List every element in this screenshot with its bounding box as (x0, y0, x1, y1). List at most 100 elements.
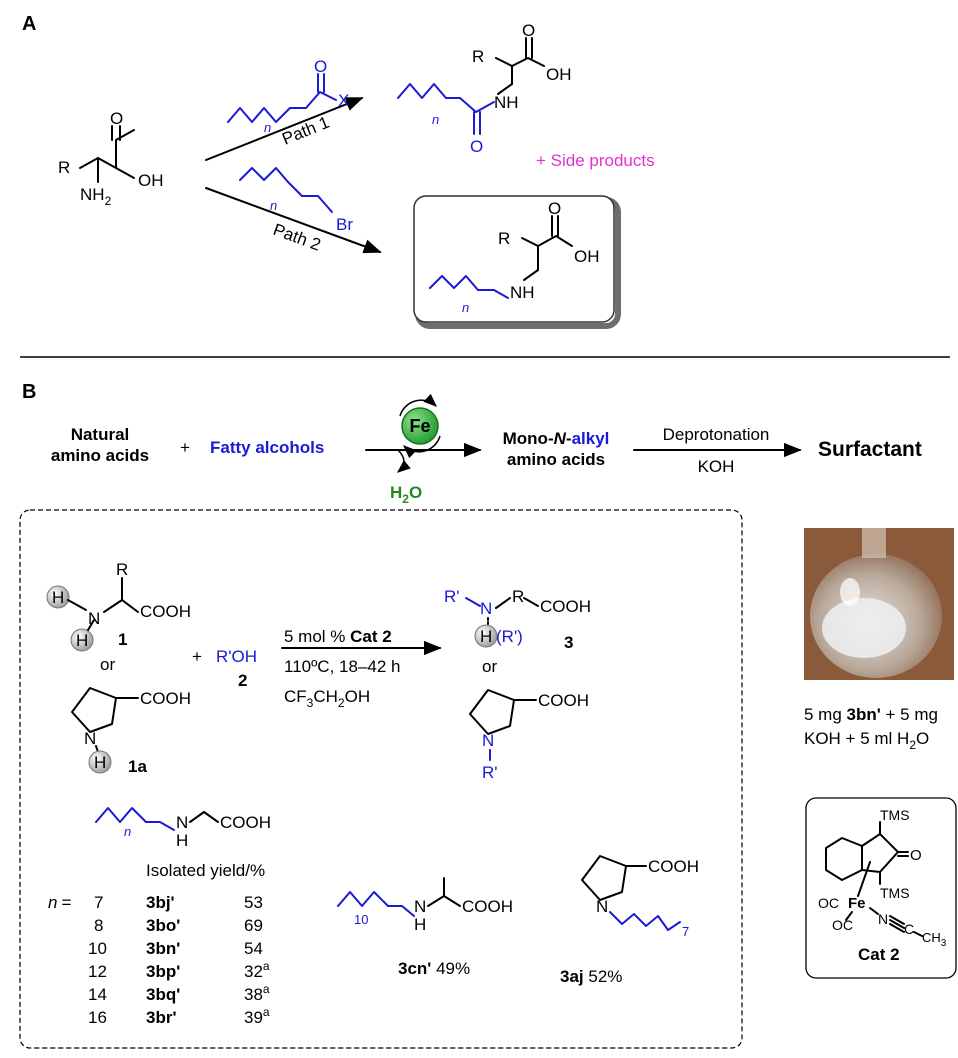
svg-text:53: 53 (244, 893, 263, 912)
product-2-n-alkyl: R O OH NH n (429, 199, 600, 315)
svg-text:OH: OH (574, 247, 600, 266)
yield-row-4: 12 3bp' 32a (88, 959, 270, 981)
svg-text:CH3: CH3 (922, 930, 947, 949)
svg-text:O: O (910, 847, 922, 864)
svg-text:n: n (432, 112, 439, 127)
svg-text:+: + (180, 438, 190, 457)
svg-text:3br': 3br' (146, 1008, 177, 1027)
svg-text:X: X (338, 91, 349, 110)
svg-text:16: 16 (88, 1008, 107, 1027)
svg-text:n: n (124, 824, 131, 839)
svg-text:COOH: COOH (140, 602, 191, 621)
svg-text:38a: 38a (244, 982, 270, 1004)
svg-text:3bn': 3bn' (146, 939, 180, 958)
svg-text:OC: OC (832, 917, 853, 933)
svg-text:n: n (462, 300, 469, 315)
svg-text:3cn' 49%: 3cn' 49% (398, 959, 470, 978)
svg-text:Surfactant: Surfactant (818, 438, 922, 461)
svg-text:3aj 52%: 3aj 52% (560, 967, 622, 986)
svg-text:NH2: NH2 (80, 185, 112, 208)
svg-text:COOH: COOH (140, 689, 191, 708)
svg-text:8: 8 (94, 916, 103, 935)
svg-text:COOH: COOH (648, 857, 699, 876)
yield-row-5: 14 3bq' 38a (88, 982, 270, 1004)
svg-text:1a: 1a (128, 757, 147, 776)
svg-text:n=: n= (48, 893, 71, 912)
bromide-reagent: n Br (239, 167, 353, 234)
svg-text:N: N (84, 729, 96, 748)
substrate-scope-box (19, 509, 743, 1049)
svg-text:Deprotonation: Deprotonation (663, 425, 770, 444)
svg-text:H: H (94, 753, 106, 772)
svg-text:Mono-N-alkyl: Mono-N-alkyl (503, 429, 610, 448)
alcohol-2-and-conditions: + R'OH 2 5 mol % Cat 2 110ºC, 18–42 h CF… (192, 627, 442, 710)
yield-header: Isolated yield/% (146, 861, 265, 880)
svg-text:or: or (100, 655, 115, 674)
svg-text:O: O (110, 109, 123, 128)
path-1-label: Path 1 (279, 113, 332, 149)
svg-text:H: H (52, 588, 64, 607)
svg-text:3bo': 3bo' (146, 916, 180, 935)
svg-text:H: H (480, 627, 492, 646)
svg-text:KOH + 5 ml H2O: KOH + 5 ml H2O (804, 729, 929, 752)
svg-text:54: 54 (244, 939, 263, 958)
svg-text:110ºC, 18–42 h: 110ºC, 18–42 h (284, 657, 401, 676)
yield-table: Isolated yield/% n= 7 3bj' 53 8 3bo' 69 … (48, 861, 270, 1027)
svg-text:n: n (264, 120, 271, 135)
glycine-series-structure: n N H COOH (95, 807, 271, 850)
svg-text:32a: 32a (244, 959, 270, 981)
svg-text:3bq': 3bq' (146, 985, 180, 1004)
svg-text:12: 12 (88, 962, 107, 981)
path-1-arrow (205, 97, 364, 161)
svg-text:amino acids: amino acids (507, 450, 605, 469)
svg-text:Fe: Fe (409, 416, 430, 436)
svg-text:R: R (472, 47, 484, 66)
svg-text:R': R' (482, 763, 498, 782)
svg-text:CF3CH2OH: CF3CH2OH (284, 687, 370, 710)
svg-text:amino acids: amino acids (51, 446, 149, 465)
svg-text:n: n (270, 198, 277, 213)
svg-text:N: N (482, 731, 494, 750)
svg-text:R: R (498, 229, 510, 248)
overview-scheme: Natural amino acids + Fatty alcohols Fe … (51, 393, 922, 506)
surfactant-flask-photo (804, 528, 954, 680)
svg-text:H: H (176, 831, 188, 850)
svg-text:C: C (904, 921, 914, 937)
svg-text:2: 2 (238, 671, 247, 690)
svg-text:N: N (596, 897, 608, 916)
yield-row-1: 7 3bj' 53 (94, 893, 263, 912)
svg-text:COOH: COOH (220, 813, 271, 832)
svg-text:or: or (482, 657, 497, 676)
svg-text:3: 3 (564, 633, 573, 652)
svg-text:O: O (548, 199, 561, 218)
svg-text:COOH: COOH (540, 597, 591, 616)
svg-text:7: 7 (682, 924, 689, 939)
svg-text:N: N (88, 609, 100, 628)
panel-a-label: A (22, 13, 36, 35)
yield-row-6: 16 3br' 39a (88, 1005, 270, 1027)
side-products-label: + Side products (536, 151, 655, 170)
svg-text:OH: OH (138, 171, 164, 190)
svg-text:TMS: TMS (880, 885, 910, 901)
svg-text:OC: OC (818, 895, 839, 911)
svg-text:Cat 2: Cat 2 (858, 945, 900, 964)
svg-text:R: R (58, 158, 70, 177)
svg-text:N: N (414, 897, 426, 916)
svg-text:69: 69 (244, 916, 263, 935)
svg-text:OH: OH (546, 65, 572, 84)
svg-text:1: 1 (118, 630, 127, 649)
svg-text:+: + (192, 647, 202, 666)
catalyst-box (805, 797, 957, 979)
svg-text:COOH: COOH (538, 691, 589, 710)
svg-text:R: R (116, 560, 128, 579)
svg-text:10: 10 (354, 912, 368, 927)
svg-text:H: H (414, 915, 426, 934)
path-2-arrow (205, 187, 382, 254)
svg-text:O: O (522, 21, 535, 40)
svg-text:14: 14 (88, 985, 107, 1004)
svg-text:Natural: Natural (71, 425, 130, 444)
svg-text:N: N (480, 599, 492, 618)
yield-row-2: 8 3bo' 69 (94, 916, 263, 935)
product-3-proline: COOH N R' (469, 689, 589, 782)
svg-text:R': R' (444, 587, 460, 606)
